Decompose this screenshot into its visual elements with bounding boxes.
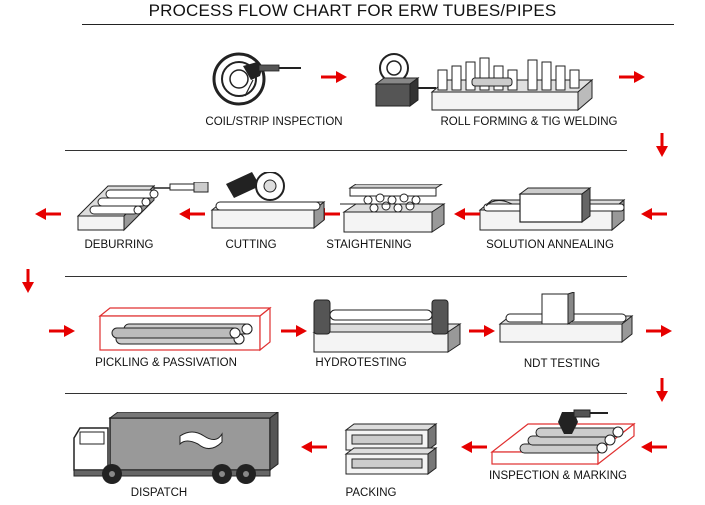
arrow-left-icon [461, 441, 487, 453]
cutting-illustration [210, 172, 326, 230]
arrow-right-icon [469, 325, 495, 337]
arrow-left-icon [454, 208, 480, 220]
coil-inspection-illustration [212, 52, 301, 106]
arrow-right-icon [281, 325, 307, 337]
arrow-left-icon [641, 208, 667, 220]
arrow-left-icon [35, 208, 61, 220]
arrow-right-icon [619, 71, 645, 83]
step-label-pickling: PICKLING & PASSIVATION [95, 357, 237, 369]
chart-title: PROCESS FLOW CHART FOR ERW TUBES/PIPES [148, 1, 557, 20]
step-label-deburring: DEBURRING [84, 239, 154, 251]
arrow-left-icon [179, 208, 205, 220]
step-label-roll-forming: ROLL FORMING & TIG WELDING [440, 116, 618, 128]
solution-annealing-illustration [478, 187, 626, 232]
step-label-coil: COIL/STRIP INSPECTION [205, 116, 343, 128]
arrow-right-icon [49, 325, 75, 337]
row-separator-2 [65, 276, 627, 277]
dispatch-truck-illustration [73, 412, 279, 484]
step-label-solution-annealing: SOLUTION ANNEALING [486, 239, 614, 251]
deburring-illustration [76, 182, 209, 232]
step-label-cutting: CUTTING [225, 239, 277, 251]
arrow-right-icon [646, 325, 672, 337]
step-label-ndt-testing: NDT TESTING [523, 358, 601, 370]
title-underline [82, 24, 674, 25]
step-label-inspection-marking: INSPECTION & MARKING [488, 470, 628, 482]
row-separator-1 [65, 150, 627, 151]
straightening-illustration [340, 184, 446, 233]
step-label-straightening: STAIGHTENING [326, 239, 412, 251]
pickling-passivation-illustration [98, 306, 272, 352]
step-label-packing: PACKING [345, 487, 397, 499]
roll-forming-illustration [374, 53, 594, 112]
arrow-down-icon [656, 378, 668, 402]
step-label-hydrotesting: HYDROTESTING [315, 357, 407, 369]
arrow-left-icon [301, 441, 327, 453]
arrow-right-icon [321, 71, 347, 83]
arrow-left-icon [641, 441, 667, 453]
hydrotesting-illustration [312, 299, 462, 353]
ndt-testing-illustration [498, 292, 634, 344]
packing-illustration [344, 423, 438, 475]
row-separator-3 [65, 393, 627, 394]
arrow-down-icon [22, 269, 34, 293]
step-label-dispatch: DISPATCH [130, 487, 188, 499]
arrow-down-icon [656, 133, 668, 157]
inspection-marking-illustration [490, 409, 636, 466]
